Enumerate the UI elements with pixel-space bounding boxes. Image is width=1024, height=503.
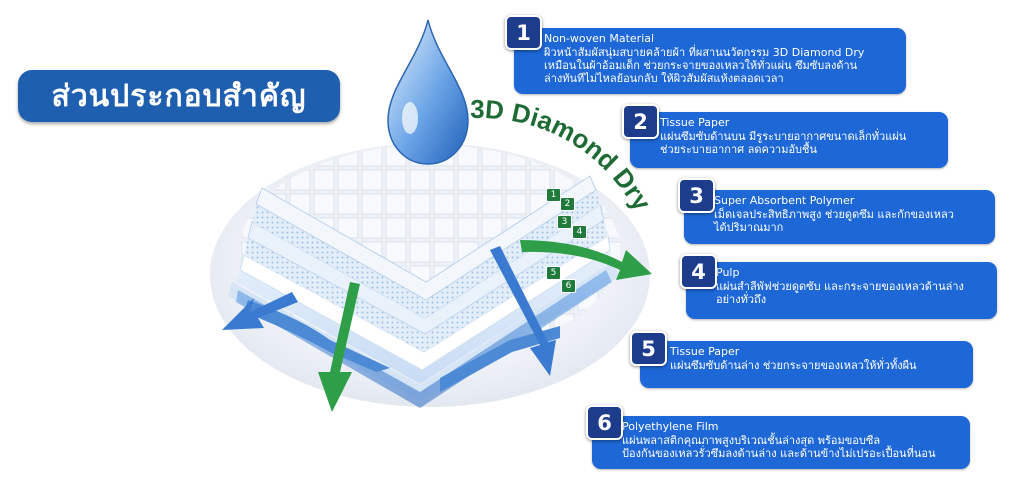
layer-badge: 2 xyxy=(560,197,575,211)
layer-badge: 1 xyxy=(546,188,561,202)
component-name: Super Absorbent Polymer xyxy=(714,194,855,207)
flow-arrows xyxy=(222,240,652,412)
component-name: Tissue Paper xyxy=(660,116,730,129)
component-description: ช่วยระบายอากาศ ลดความอับชื้น xyxy=(660,143,818,156)
component-description: แผ่นสำลีพัฟช่วยดูดซับ และกระจายของเหลวด้… xyxy=(716,280,964,293)
layer-badge: 6 xyxy=(561,279,576,293)
water-drop-icon xyxy=(387,19,469,165)
layer-badge: 4 xyxy=(572,225,587,239)
component-description: อย่างทั่วถึง xyxy=(716,293,767,306)
component-description: ได้ปริมาณมาก xyxy=(714,221,784,234)
component-description: แผ่นพลาสติกคุณภาพสูงบริเวณชั้นล่างสุด พร… xyxy=(622,434,881,447)
layer-badge: 3 xyxy=(557,215,572,229)
component-name: Non-woven Material xyxy=(544,32,655,45)
component-description: ป้องกันของเหลวรั่วซึมลงด้านล่าง และด้านข… xyxy=(622,447,936,460)
component-description: เหมือนในผ้าอ้อมเด็ก ช่วยกระจายของเหลวให้… xyxy=(544,59,858,72)
component-number: 5 xyxy=(630,331,667,366)
component-number: 1 xyxy=(505,15,542,50)
component-description: ผิวหน้าสัมผัสนุ่มสบายคล้ายผ้า ที่ผสานนวั… xyxy=(544,46,865,59)
layer-stack xyxy=(228,175,620,408)
layer-badge: 5 xyxy=(546,266,561,280)
component-description: เม็ดเจลประสิทธิภาพสูง ช่วยดูดซึม และกักข… xyxy=(714,208,954,221)
component-name: Tissue Paper xyxy=(670,345,740,358)
component-number: 4 xyxy=(680,254,717,289)
component-name: Polyethylene Film xyxy=(622,420,719,433)
component-number: 2 xyxy=(622,104,659,139)
component-description: แผ่นซึมซับด้านล่าง ช่วยกระจายของเหลวให้ท… xyxy=(670,359,917,372)
component-description: ล่างทันทีไม่ไหลย้อนกลับ ให้ผิวสัมผัสแห้ง… xyxy=(544,72,784,85)
component-description: แผ่นซึมซับด้านบน มีรูระบายอากาศขนาดเล็กท… xyxy=(660,130,907,143)
page-title: ส่วนประกอบสำคัญ xyxy=(18,70,340,122)
component-number: 6 xyxy=(586,405,623,440)
component-name: Pulp xyxy=(716,266,740,279)
component-number: 3 xyxy=(678,178,715,213)
